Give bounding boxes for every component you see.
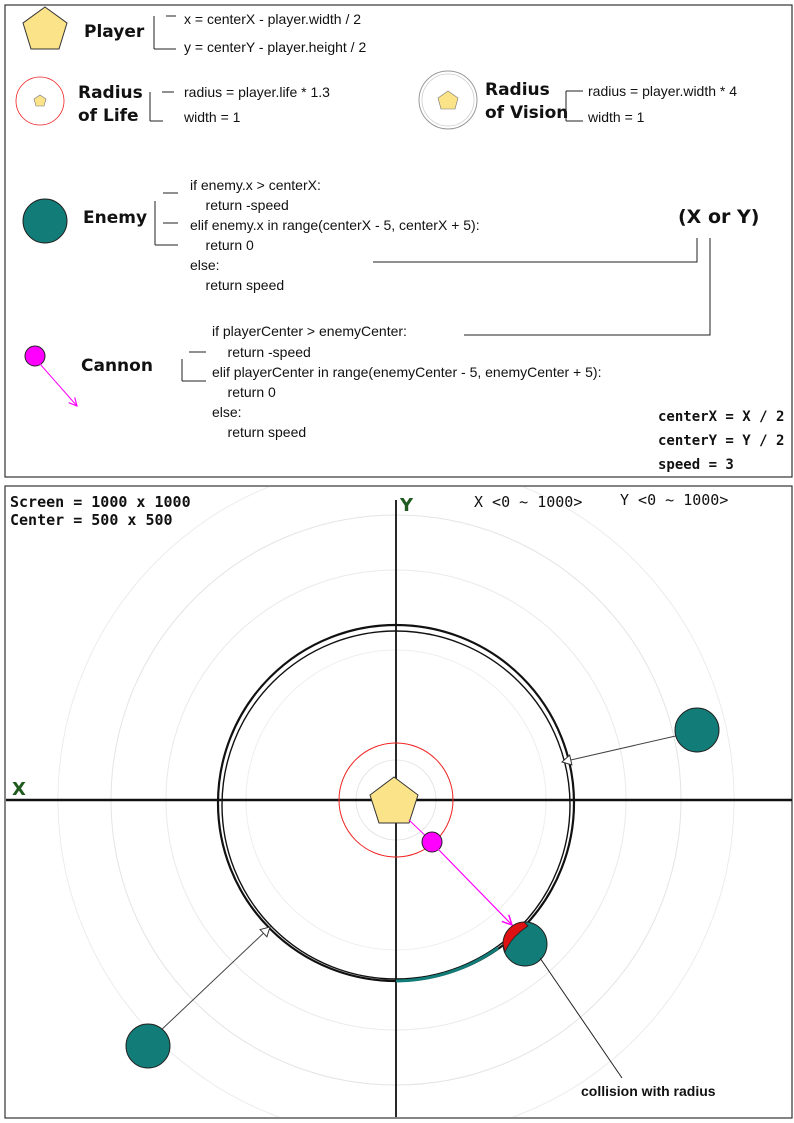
x-range-text: X <0 ~ 1000> — [474, 493, 582, 511]
vision-inner-ring — [421, 73, 475, 127]
cannon-icon — [24, 345, 46, 367]
enemy-label: Enemy — [83, 208, 147, 228]
y-range-text: Y <0 ~ 1000> — [620, 491, 728, 509]
x-axis-label: X — [12, 779, 26, 800]
cannon-ball — [421, 831, 443, 853]
enemy-code-line-6: return speed — [190, 277, 284, 293]
cannon-code-line-2: return -speed — [212, 344, 311, 360]
collision-highlight — [502, 921, 529, 954]
enemy-right-arrow — [560, 734, 681, 766]
enemy-code-line-4: return 0 — [190, 237, 254, 253]
center-text: Center = 500 x 500 — [10, 511, 173, 529]
orbit-inner — [221, 630, 571, 980]
life-bracket — [149, 91, 174, 122]
enemy-right — [674, 707, 720, 753]
cannon-direction-arrow — [39, 363, 77, 406]
y-axis-label: Y — [399, 495, 414, 516]
screen-size-text: Screen = 1000 x 1000 — [10, 493, 191, 511]
collision-label: collision with radius — [581, 1083, 716, 1099]
xy-note: (X or Y) — [678, 206, 759, 228]
vision-formula-width: width = 1 — [587, 109, 645, 125]
enemy-connector-line — [373, 238, 698, 263]
constant-centery: centerY = Y / 2 — [658, 433, 784, 449]
enemy-icon — [22, 198, 68, 244]
cannon-trajectory — [437, 848, 512, 925]
vision-player-icon — [437, 90, 459, 110]
cannon-code-line-3: elif playerCenter in range(enemyCenter -… — [212, 364, 601, 380]
orbit-teal-segment — [395, 946, 499, 983]
life-label-line2: of Life — [78, 106, 139, 126]
vision-label-line2: of Vision — [485, 103, 568, 123]
cannon-code-line-4: return 0 — [212, 384, 276, 400]
player-pentagon-icon — [22, 6, 68, 50]
enemy-code-line-2: return -speed — [190, 197, 289, 213]
player-center — [369, 776, 419, 824]
life-formula-width: width = 1 — [183, 109, 241, 125]
vision-label-line1: Radius — [485, 80, 550, 100]
enemy-left-arrow — [157, 926, 271, 1034]
enemy-left — [125, 1023, 171, 1069]
legend-panel — [4, 4, 793, 478]
enemy-code-line-3: elif enemy.x in range(centerX - 5, cente… — [190, 217, 480, 233]
cannon-code-line-6: return speed — [212, 424, 306, 440]
player-bracket — [153, 15, 176, 50]
player-formula-x: x = centerX - player.width / 2 — [184, 11, 361, 27]
cannon-code-line-1: if playerCenter > enemyCenter: — [212, 323, 407, 339]
cannon-connector-line — [464, 238, 711, 336]
vision-bracket — [565, 90, 583, 122]
collision-pointer — [539, 957, 623, 1079]
life-player-icon — [33, 94, 47, 107]
cannon-label: Cannon — [81, 356, 153, 376]
player-label: Player — [84, 22, 145, 42]
cannon-bracket — [181, 351, 206, 382]
radius-of-vision-icon — [418, 70, 478, 130]
life-label-line1: Radius — [78, 83, 143, 103]
constant-centerx: centerX = X / 2 — [658, 409, 784, 425]
player-formula-y: y = centerY - player.height / 2 — [184, 39, 366, 55]
enemy-code-line-5: else: — [190, 257, 220, 273]
enemy-bracket — [154, 192, 178, 246]
radius-of-life-icon — [15, 76, 65, 126]
enemy-code-line-1: if enemy.x > centerX: — [190, 177, 321, 193]
vision-formula-radius: radius = player.width * 4 — [588, 83, 737, 99]
constant-speed: speed = 3 — [658, 457, 734, 473]
life-formula-radius: radius = player.life * 1.3 — [184, 84, 330, 100]
cannon-code-line-5: else: — [212, 404, 242, 420]
life-ring — [338, 742, 454, 858]
